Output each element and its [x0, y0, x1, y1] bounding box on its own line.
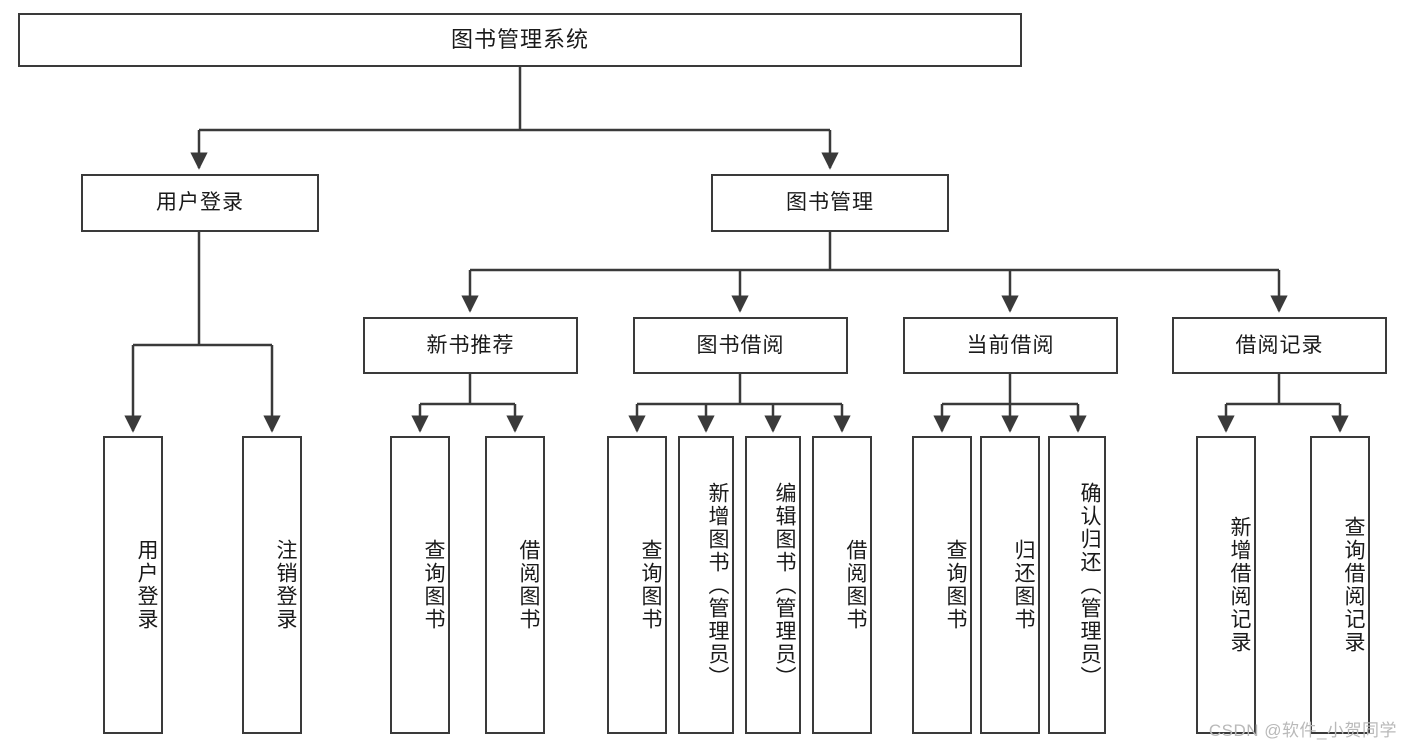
- node-leaf-return-book[interactable]: 归还图书: [980, 436, 1040, 734]
- node-book-borrow[interactable]: 图书借阅: [633, 317, 848, 374]
- node-leaf-add-book-label: 新增图书（管理员）: [706, 481, 729, 689]
- node-leaf-borrow-book-1[interactable]: 借阅图书: [485, 436, 545, 734]
- node-leaf-query-book-1[interactable]: 查询图书: [390, 436, 450, 734]
- node-leaf-query-record-label: 查询借阅记录: [1342, 516, 1365, 654]
- node-leaf-add-record[interactable]: 新增借阅记录: [1196, 436, 1256, 734]
- node-current-borrow-label: 当前借阅: [966, 333, 1055, 357]
- node-borrow-record-label: 借阅记录: [1235, 333, 1324, 357]
- node-leaf-confirm-return[interactable]: 确认归还（管理员）: [1048, 436, 1106, 734]
- node-root-system[interactable]: 图书管理系统: [18, 13, 1022, 67]
- node-leaf-query-book-1-label: 查询图书: [422, 539, 445, 631]
- node-leaf-add-record-label: 新增借阅记录: [1228, 516, 1251, 654]
- node-user-login-label: 用户登录: [156, 191, 244, 215]
- node-leaf-borrow-book-2-label: 借阅图书: [844, 539, 867, 631]
- node-root-label: 图书管理系统: [450, 26, 589, 52]
- node-leaf-query-record[interactable]: 查询借阅记录: [1310, 436, 1370, 734]
- node-leaf-borrow-book-2[interactable]: 借阅图书: [812, 436, 872, 734]
- node-user-login[interactable]: 用户登录: [81, 174, 319, 232]
- node-leaf-logout-login-label: 注销登录: [274, 539, 297, 631]
- node-leaf-user-login-label: 用户登录: [135, 539, 158, 631]
- node-leaf-add-book[interactable]: 新增图书（管理员）: [678, 436, 734, 734]
- node-book-borrow-label: 图书借阅: [696, 333, 785, 357]
- node-leaf-query-book-2-label: 查询图书: [639, 539, 662, 631]
- node-leaf-edit-book-label: 编辑图书（管理员）: [773, 481, 796, 689]
- node-leaf-confirm-return-label: 确认归还（管理员）: [1078, 481, 1101, 689]
- node-leaf-edit-book[interactable]: 编辑图书（管理员）: [745, 436, 801, 734]
- node-new-book-recommend[interactable]: 新书推荐: [363, 317, 578, 374]
- node-leaf-logout-login[interactable]: 注销登录: [242, 436, 302, 734]
- node-leaf-query-book-3-label: 查询图书: [944, 539, 967, 631]
- node-borrow-record[interactable]: 借阅记录: [1172, 317, 1387, 374]
- node-book-management-label: 图书管理: [786, 191, 874, 215]
- node-leaf-return-book-label: 归还图书: [1012, 539, 1035, 631]
- node-book-management[interactable]: 图书管理: [711, 174, 949, 232]
- node-leaf-query-book-3[interactable]: 查询图书: [912, 436, 972, 734]
- node-leaf-user-login[interactable]: 用户登录: [103, 436, 163, 734]
- node-new-book-recommend-label: 新书推荐: [426, 333, 515, 357]
- node-current-borrow[interactable]: 当前借阅: [903, 317, 1118, 374]
- node-leaf-query-book-2[interactable]: 查询图书: [607, 436, 667, 734]
- node-leaf-borrow-book-1-label: 借阅图书: [517, 539, 540, 631]
- csdn-watermark: CSDN @软件_小贺同学: [1208, 721, 1397, 740]
